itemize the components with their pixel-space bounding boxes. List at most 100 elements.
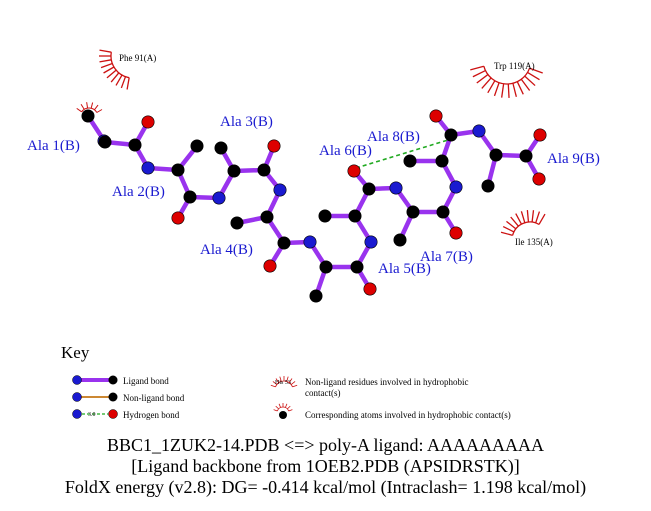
hydrophobic-spoke xyxy=(115,74,123,86)
hydrophobic-spoke xyxy=(86,102,89,109)
hydrophobic-spoke xyxy=(110,72,120,83)
hydrophobic-spoke xyxy=(481,77,492,89)
hydrophobic-label-ile135: Ile 135(A) xyxy=(515,237,553,247)
key-atom-n xyxy=(72,409,82,419)
atom-c xyxy=(481,179,495,193)
ligand-atoms xyxy=(81,109,547,303)
atom-c xyxy=(435,154,449,168)
hydrophobic-arc xyxy=(110,52,130,79)
hydrophobic-spoke xyxy=(100,62,113,69)
atom-n xyxy=(141,161,155,175)
key-atom-n xyxy=(72,392,82,402)
atom-n xyxy=(364,235,378,249)
hydrophobic-spoke xyxy=(501,83,505,98)
atom-c xyxy=(362,182,376,196)
key-title: Key xyxy=(61,343,90,362)
hydrophobic-spoke xyxy=(120,76,127,89)
hydrophobic-spoke xyxy=(516,81,524,95)
atom-c xyxy=(230,216,244,230)
hydrophobic-spoke xyxy=(126,77,130,90)
atom-c xyxy=(319,260,333,274)
hydrophobic-arc xyxy=(511,221,540,236)
hydrophobic-spoke xyxy=(99,49,112,53)
hydrophobic-spoke xyxy=(531,210,535,223)
atom-o xyxy=(141,115,155,129)
atom-c xyxy=(227,164,241,178)
ligand-bonds xyxy=(85,113,543,299)
atom-c xyxy=(436,205,450,219)
key-atom-o xyxy=(108,409,118,419)
key-corresponding-atom-icon xyxy=(273,403,293,419)
hydrophobic-spoke xyxy=(272,381,278,385)
atom-n xyxy=(472,124,486,138)
key-ligand-bond-label: Ligand bond xyxy=(123,376,169,386)
hydrophobic-spoke xyxy=(76,107,82,113)
hydrophobic-spoke xyxy=(515,213,523,225)
hydrophobic-spoke xyxy=(288,378,293,383)
atom-n xyxy=(389,181,403,195)
hydrophobic-spoke xyxy=(275,405,279,410)
atom-n xyxy=(303,235,317,249)
residue-label-ala8: Ala 8(B) xyxy=(367,129,420,145)
atom-c xyxy=(190,139,204,153)
atom-c xyxy=(128,138,142,152)
atom-c xyxy=(81,109,95,123)
hydrophobic-spoke xyxy=(279,376,282,382)
key-hbond-distance: 3.0 xyxy=(88,412,96,418)
atom-c xyxy=(444,128,458,142)
hydrophobic-spoke xyxy=(538,213,546,225)
hydrophobic-spoke xyxy=(512,83,517,97)
atom-n xyxy=(212,191,226,205)
hydrophobic-spoke xyxy=(94,104,99,111)
hydrophobic-spoke xyxy=(292,384,298,388)
hydrophobic-spoke xyxy=(529,67,543,74)
hydrophobic-spoke xyxy=(99,59,112,63)
key-atom-c xyxy=(108,375,118,385)
atom-c xyxy=(260,210,274,224)
key-ligand-bond-sample xyxy=(72,375,118,385)
atom-c xyxy=(403,154,417,168)
atom-c xyxy=(350,260,364,274)
hydrophobic-spoke xyxy=(520,211,526,223)
hydrophobic-arc xyxy=(275,380,293,388)
hydrophobic-label-phe91: Phe 91(A) xyxy=(119,53,156,63)
atom-c xyxy=(277,236,291,250)
key-atom-n xyxy=(72,375,82,385)
atom-o xyxy=(267,139,281,153)
hydrophobic-spoke xyxy=(106,69,117,79)
hydrophobic-spoke xyxy=(526,210,530,223)
residue-label-ala7: Ala 7(B) xyxy=(420,249,473,265)
hydrophobic-spoke xyxy=(96,109,103,113)
atom-o xyxy=(532,172,546,186)
atom-c xyxy=(183,190,197,204)
hydrophobic-spoke xyxy=(270,384,276,388)
atom-o xyxy=(449,226,463,240)
hydrophobic-spoke xyxy=(103,66,115,74)
hydrophobic-arc xyxy=(483,66,531,85)
hydrophobic-arcs xyxy=(76,49,546,236)
hydrophobic-spoke xyxy=(470,65,484,71)
atom-o xyxy=(263,259,277,273)
hydrophobic-spoke xyxy=(506,220,517,230)
hydrophobic-arc xyxy=(81,107,98,113)
residue-label-ala5: Ala 5(B) xyxy=(378,261,431,277)
hydrophobic-spoke xyxy=(493,82,500,97)
hydrophobic-spoke xyxy=(520,78,531,91)
atom-o xyxy=(363,282,377,296)
atom-c xyxy=(489,148,503,162)
atom-c xyxy=(257,163,271,177)
atom-c xyxy=(171,163,185,177)
atom-c xyxy=(214,141,228,155)
key-nonligand-residues-label-2: contact(s) xyxy=(305,388,340,398)
residue-label-ala4: Ala 4(B) xyxy=(200,242,253,258)
key-legend: Key Ligand bond Non-ligand bond 3.0 Hydr… xyxy=(61,343,511,420)
hydrogen-bonds xyxy=(355,139,449,169)
key-nonligand-bond-label: Non-ligand bond xyxy=(123,393,185,403)
key-hydrophobic-residue-icon xyxy=(270,376,298,388)
residue-label-ala6: Ala 6(B) xyxy=(319,143,372,159)
atom-c xyxy=(393,233,407,247)
hydrophobic-spoke xyxy=(502,225,515,233)
atom-c xyxy=(98,135,112,149)
hydrophobic-spoke xyxy=(507,83,510,98)
atom-n xyxy=(273,183,287,197)
